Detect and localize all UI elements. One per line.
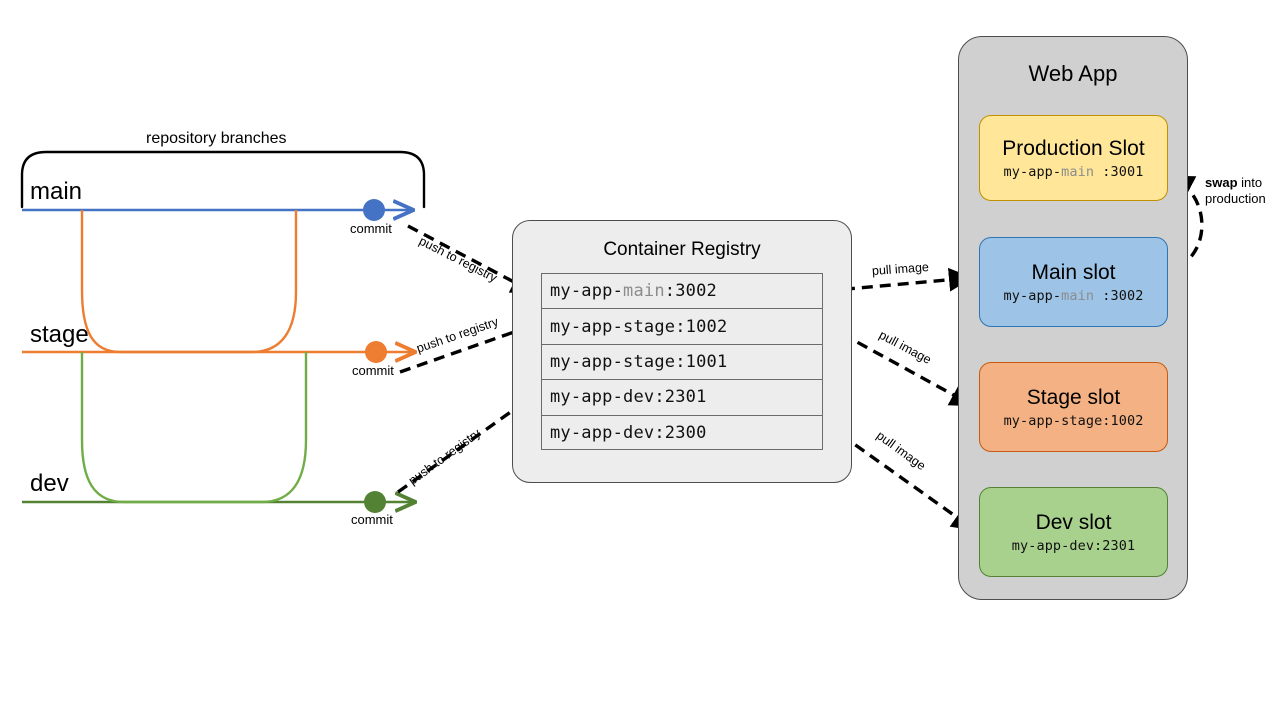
registry-row-prefix: my-app-dev:2301 [550,387,707,408]
commit-dot-main [363,199,385,221]
stage-to-main-curve [80,210,298,354]
slot-dev[interactable]: Dev slot my-app-dev:2301 [979,487,1168,577]
registry-row-prefix: my-app-stage:1002 [550,316,728,337]
slot-image-prefix: my-app-stage:1002 [1003,412,1144,429]
slot-dev-title: Dev slot [1035,510,1112,534]
registry-image-list: my-app-main :3002 my-app-stage:1002 my-a… [541,273,823,450]
registry-row-suffix: :3002 [664,281,717,302]
web-app-title: Web App [1028,61,1118,86]
swap-label: swap into production [1205,175,1266,208]
commit-label-dev: commit [351,512,393,527]
slot-stage-image: my-app-stage:1002 [1004,413,1144,429]
commit-label-main: commit [350,221,392,236]
commit-dot-stage [365,341,387,363]
registry-row[interactable]: my-app-dev:2301 [542,380,822,416]
commit-dot-dev [364,491,386,513]
slot-main-image: my-app-main :3002 [1004,288,1144,304]
swap-label-bold: swap [1205,175,1238,190]
push-arrow-dev [397,391,540,494]
slot-production[interactable]: Production Slot my-app-main :3001 [979,115,1168,201]
push-arrow-stage [399,320,539,374]
branch-label-dev: dev [30,470,69,497]
swap-label-rest: into [1237,175,1263,190]
registry-row[interactable]: my-app-stage:1001 [542,345,822,381]
repository-bracket [20,150,426,209]
slot-stage-title: Stage slot [1026,385,1121,409]
slot-image-prefix: my-app- [1003,287,1062,304]
slot-main[interactable]: Main slot my-app-main :3002 [979,237,1168,327]
registry-row[interactable]: my-app-stage:1002 [542,309,822,345]
slot-image-prefix: my-app-dev:2301 [1011,537,1136,554]
registry-row-prefix: my-app- [550,281,624,302]
slot-image-prefix: my-app- [1003,163,1062,180]
slot-image-suffix: :3002 [1094,287,1144,304]
pull-arrow-dev [825,422,976,531]
slot-dev-image: my-app-dev:2301 [1012,538,1135,554]
push-arrow-main [407,224,536,294]
branch-label-main: main [30,178,83,205]
registry-row-mid: main [623,281,665,302]
repository-branches-caption: repository branches [146,130,287,147]
slot-image-suffix: :3001 [1094,163,1144,180]
swap-label-line1: swap into [1205,175,1266,191]
registry-row[interactable]: my-app-main :3002 [542,274,822,310]
slot-image-mid: main [1061,287,1095,304]
swap-label-line2: production [1205,191,1266,207]
slot-stage[interactable]: Stage slot my-app-stage:1002 [979,362,1168,452]
branch-label-stage: stage [30,321,89,348]
commit-label-stage: commit [352,363,394,378]
slot-image-mid: main [1061,163,1095,180]
registry-row-prefix: my-app-stage:1001 [550,351,728,372]
registry-row[interactable]: my-app-dev:2300 [542,416,822,451]
slot-main-title: Main slot [1031,260,1116,284]
registry-row-prefix: my-app-dev:2300 [550,423,707,444]
container-registry-title: Container Registry [603,239,761,260]
slot-production-image: my-app-main :3001 [1004,164,1144,180]
dev-to-stage-curve [80,352,308,504]
slot-production-title: Production Slot [1002,136,1145,160]
